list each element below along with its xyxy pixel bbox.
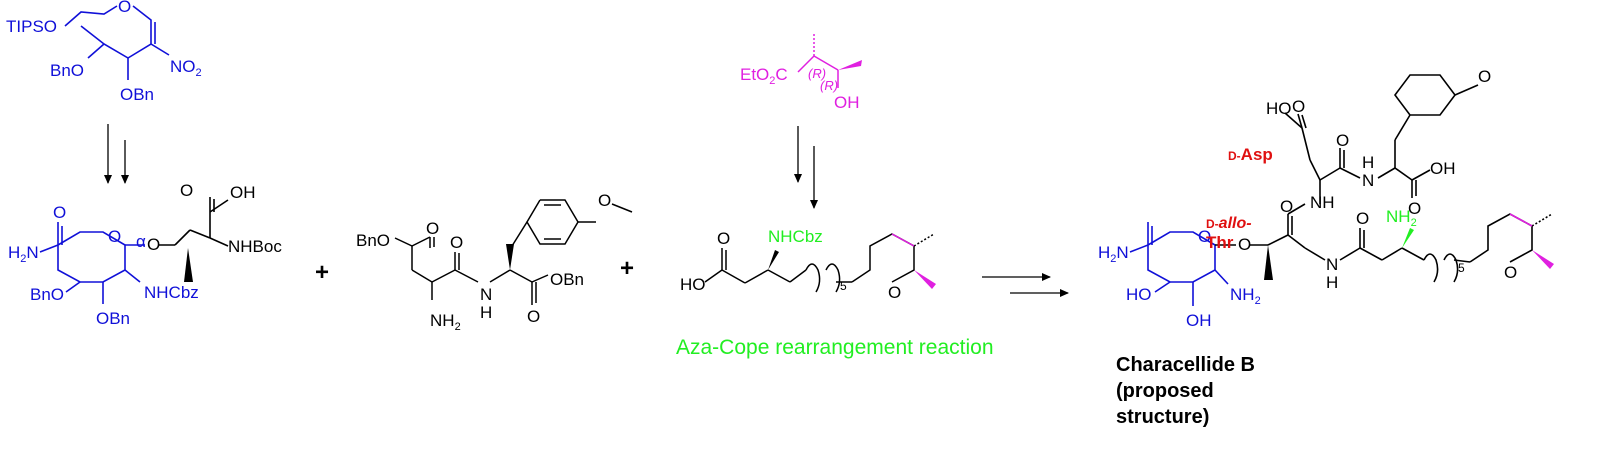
link-oxygen: O (147, 235, 160, 254)
product-name-caption: Characellide B (proposed structure) (1116, 354, 1255, 428)
h2n-label: H2N (1098, 243, 1129, 265)
acid-ho: HO (1266, 99, 1292, 118)
ho-label-1: HO (1126, 285, 1152, 304)
nhcbz-label: NHCbz (768, 227, 823, 246)
obn-label: OBn (550, 270, 584, 289)
multistep-arrow-2 (794, 126, 818, 209)
thr-label: Thr (1206, 233, 1234, 252)
methoxy-oxygen: O (1478, 67, 1491, 86)
ring-oxygen: O (888, 283, 901, 302)
amide-oxygen-3: O (1356, 209, 1369, 228)
n5-label: 5 (1458, 261, 1465, 275)
multistep-arrow-1 (104, 124, 129, 184)
nitro-label: NO2 (170, 57, 202, 79)
alpha-label: α (136, 232, 146, 251)
obn-label: OBn (96, 309, 130, 328)
amide-oxygen: O (53, 203, 66, 222)
bno-label: BnO (30, 285, 64, 304)
start-glycal (64, 5, 170, 80)
ester-oxygen: O (426, 219, 439, 238)
product-sugar (1129, 222, 1229, 306)
acid2-oxygen: O (1408, 199, 1421, 218)
acid2-oh: OH (1430, 159, 1456, 178)
sugar-ring-oxygen: O (1198, 227, 1211, 246)
amide-oxygen-1: O (1336, 131, 1349, 150)
amide-h-4: H (1326, 273, 1338, 292)
nh2-label: NH2 (1230, 285, 1261, 307)
nh-n: N (480, 285, 492, 304)
methoxy-oxygen: O (598, 191, 611, 210)
d-asp-label: D-Asp (1228, 145, 1273, 164)
stereo-r-2: (R) (820, 78, 838, 93)
amide-n-1: N (1362, 171, 1374, 190)
stereo-r-1: (R) (808, 66, 826, 81)
ho-label-2: OH (1186, 311, 1212, 330)
d-allo-label: D-allo- (1206, 215, 1252, 232)
obn-label: OBn (120, 85, 154, 104)
thr-link-oxygen: O (1238, 235, 1251, 254)
bno-label: BnO (50, 61, 84, 80)
bno-label: BnO (356, 231, 390, 250)
acid-oxygen: O (180, 181, 193, 200)
acid-oxygen: O (717, 229, 730, 248)
threonine-part (158, 197, 229, 247)
plus-sign-2: + (620, 255, 634, 282)
nhboc-label: NHBoc (228, 237, 282, 256)
ho-label: HO (680, 275, 706, 294)
amide-oxygen: O (450, 233, 463, 252)
amide-oxygen-2: O (1280, 197, 1293, 216)
acid-oxygen: O (1292, 97, 1305, 116)
amide-n-4: N (1326, 255, 1338, 274)
reaction-arrow (982, 273, 1069, 297)
eto2c-label: EtO2C (740, 65, 788, 87)
ester2-oxygen: O (527, 307, 540, 326)
tipso-label: TIPSO (6, 17, 57, 36)
ring-oxygen: O (1504, 263, 1517, 282)
nh-h: H (480, 303, 492, 322)
h2n-label: H2N (8, 243, 39, 265)
n5-label: 5 (840, 279, 847, 293)
hydroxy-ester (797, 33, 839, 88)
nh2-green: NH2 (1386, 207, 1417, 229)
acid-oh: OH (230, 183, 256, 202)
aza-cope-caption: Aza-Cope rearrangement reaction (676, 336, 994, 359)
glycoamino-acid (39, 222, 145, 304)
nhcbz-label: NHCbz (144, 283, 199, 302)
sugar-ring-oxygen: O (108, 227, 121, 246)
ring-oxygen: O (118, 0, 131, 16)
plus-sign-1: + (315, 259, 329, 286)
amide-h-1: H (1362, 153, 1374, 172)
oh-label: OH (834, 93, 860, 112)
amide-nh-2: NH (1310, 193, 1335, 212)
nh2-label: NH2 (430, 311, 461, 333)
dipeptide (394, 199, 633, 305)
